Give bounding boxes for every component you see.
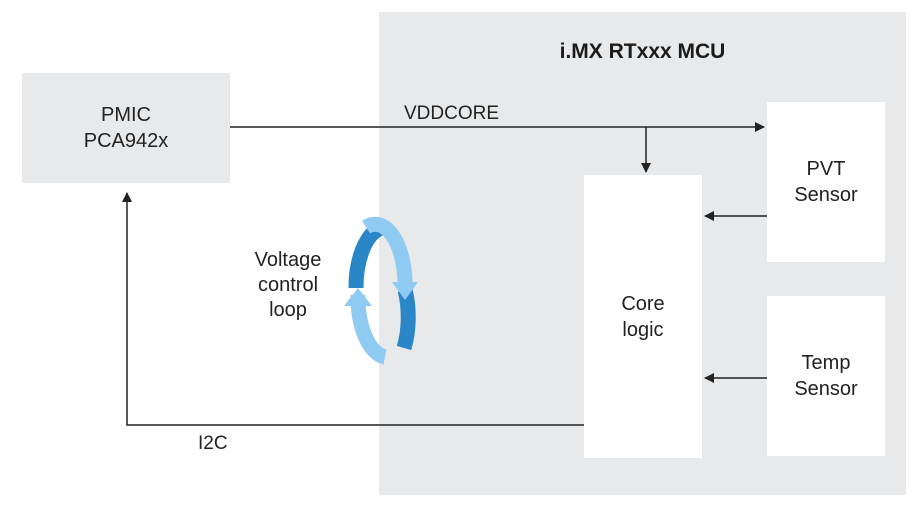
core-logic-label-1: Core [621, 292, 665, 315]
i2c-feedback-arrow [122, 192, 584, 426]
pmic-block: PMIC PCA942x [22, 73, 230, 183]
loop-label-line-1: Voltage [254, 249, 322, 271]
core-logic-block: Core logic [584, 175, 702, 458]
temp-sensor-label-2: Sensor [794, 378, 858, 400]
i2c-label: I2C [198, 433, 228, 454]
voltage-loop-icon [344, 216, 418, 365]
loop-label-line-3: loop [269, 299, 307, 321]
core-logic-label-2: logic [622, 318, 664, 341]
pvt-sensor-label-2: Sensor [794, 184, 858, 206]
mcu-title: i.MX RTxxx MCU [559, 40, 726, 63]
temp-sensor-block: Temp Sensor [767, 296, 885, 456]
vddcore-label: VDDCORE [404, 103, 500, 124]
temp-sensor-label-1: Temp [801, 352, 851, 374]
voltage-control-loop-label: Voltage control loop [226, 248, 350, 323]
pvt-sensor-block: PVT Sensor [767, 102, 885, 262]
loop-label-line-2: control [257, 274, 319, 296]
pmic-label: PMIC [101, 104, 151, 126]
pmic-part-label: PCA942x [83, 130, 169, 152]
pvt-sensor-label-1: PVT [806, 158, 846, 180]
